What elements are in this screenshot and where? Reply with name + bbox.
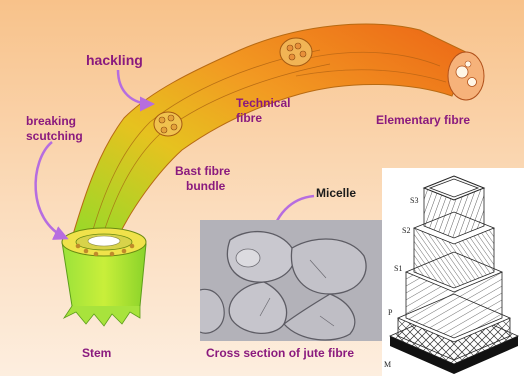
jute-cross-section-micrograph (200, 220, 384, 341)
label-scutching: scutching (26, 129, 83, 143)
label-bast-fibre-bundle-line2: bundle (186, 179, 225, 193)
layer-label-s2: S2 (402, 226, 410, 235)
label-cross-section: Cross section of jute fibre (206, 346, 354, 360)
stem-illustration (62, 228, 146, 326)
layer-label-s3: S3 (410, 196, 418, 205)
layer-label-p: P (388, 308, 392, 317)
label-bast-fibre-bundle-line1: Bast fibre (175, 164, 230, 178)
fibre-cell-wall-diagram: S3 S2 S1 P M (382, 168, 524, 376)
layer-label-s1: S1 (394, 264, 402, 273)
label-stem: Stem (82, 346, 111, 360)
label-technical-fibre-line2: fibre (236, 111, 262, 125)
label-hackling: hackling (86, 52, 143, 68)
label-micelle: Micelle (316, 186, 356, 200)
layer-label-m: M (384, 360, 391, 369)
label-elementary-fibre: Elementary fibre (376, 113, 470, 127)
label-breaking: breaking (26, 114, 76, 128)
label-technical-fibre-line1: Technical (236, 96, 290, 110)
